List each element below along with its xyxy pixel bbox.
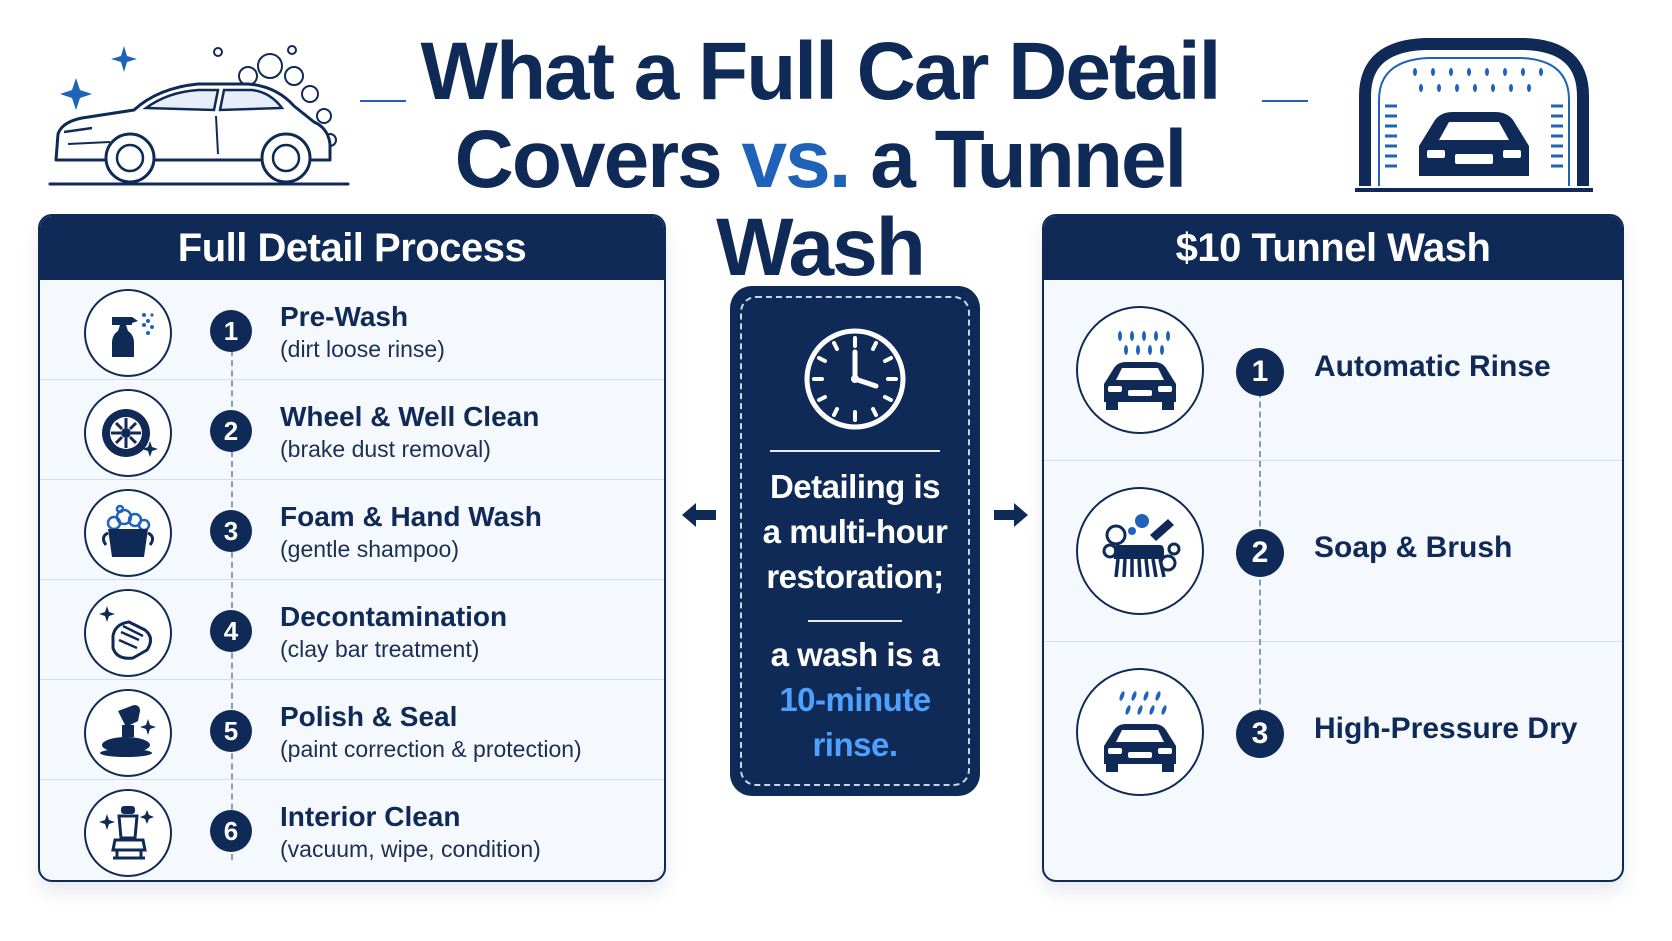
- step-title: Automatic Rinse: [1314, 350, 1551, 383]
- full-detail-panel: Full Detail Process 1 Pre-Wash (dirt loo…: [38, 214, 666, 882]
- detail-step-pre-wash: 1 Pre-Wash (dirt loose rinse): [40, 280, 664, 380]
- step-text: Foam & Hand Wash (gentle shampoo): [280, 500, 542, 564]
- car-dry-icon: [1076, 668, 1204, 796]
- step-title: Pre-Wash: [280, 301, 409, 332]
- title-line-2b: a Tunnel Wash: [716, 114, 1187, 293]
- spray-bottle-icon: [84, 289, 172, 377]
- callout-line-5: 10-minute: [779, 681, 931, 718]
- detail-step-wheel-clean: 2 Wheel & Well Clean (brake dust removal…: [40, 380, 664, 480]
- arrow-left-icon: [682, 503, 716, 527]
- callout-detailing-text: Detailing is a multi-hour restoration;: [730, 464, 980, 599]
- wheel-icon: [84, 389, 172, 477]
- title-line-1: What a Full Car Detail: [420, 26, 1222, 117]
- tunnel-wash-icon: [1355, 38, 1593, 192]
- step-number: 5: [210, 710, 252, 752]
- detail-step-interior-clean: 6 Interior Clean (vacuum, wipe, conditio…: [40, 780, 664, 880]
- clock-icon: [804, 328, 906, 430]
- wash-step-soap-brush: 2 Soap & Brush: [1044, 461, 1622, 642]
- title-vs: vs.: [741, 114, 852, 205]
- step-number: 4: [210, 610, 252, 652]
- sports-car-illustration: [48, 45, 350, 186]
- step-number: 3: [210, 510, 252, 552]
- step-subtitle: (brake dust removal): [280, 436, 491, 462]
- step-number: 2: [1236, 529, 1284, 577]
- car-rinse-icon: [1076, 306, 1204, 434]
- detail-step-decontamination: 4 Decontamination (clay bar treatment): [40, 580, 664, 680]
- step-text: Decontamination (clay bar treatment): [280, 600, 507, 664]
- arrow-right-icon: [994, 503, 1028, 527]
- callout-line-4: a wash is a: [770, 636, 940, 673]
- tunnel-wash-steps: 1 Automatic Rinse: [1044, 280, 1622, 823]
- step-subtitle: (dirt loose rinse): [280, 336, 445, 362]
- step-title: Foam & Hand Wash: [280, 501, 542, 532]
- step-title: Interior Clean: [280, 801, 461, 832]
- title-rule-left: [360, 100, 406, 102]
- callout-wash-text: a wash is a 10-minute rinse.: [730, 632, 980, 767]
- step-text: Wheel & Well Clean (brake dust removal): [280, 400, 539, 464]
- step-title: Decontamination: [280, 601, 508, 632]
- step-number: 3: [1236, 710, 1284, 758]
- wash-step-automatic-rinse: 1 Automatic Rinse: [1044, 280, 1622, 461]
- polisher-icon: [84, 689, 172, 777]
- comparison-callout: Detailing is a multi-hour restoration; a…: [730, 286, 980, 796]
- full-detail-steps: 1 Pre-Wash (dirt loose rinse): [40, 280, 664, 880]
- brush-icon: [1076, 487, 1204, 615]
- callout-line-6: rinse.: [812, 726, 898, 763]
- callout-line-1: Detailing is: [769, 468, 941, 505]
- step-title: Wheel & Well Clean: [280, 401, 540, 432]
- step-number: 1: [1236, 348, 1284, 396]
- step-title: Soap & Brush: [1314, 531, 1513, 564]
- callout-dashed-border: [740, 296, 970, 786]
- step-text: Interior Clean (vacuum, wipe, condition): [280, 800, 541, 864]
- step-subtitle: (vacuum, wipe, condition): [280, 836, 541, 862]
- wash-step-high-pressure-dry: 3 High-Pressure Dry: [1044, 642, 1622, 823]
- step-subtitle: (paint correction & protection): [280, 736, 582, 762]
- step-title: High-Pressure Dry: [1314, 712, 1578, 745]
- step-connector-line: [231, 320, 233, 860]
- foam-bucket-icon: [84, 489, 172, 577]
- step-number: 1: [210, 310, 252, 352]
- callout-line-3: restoration;: [766, 558, 944, 595]
- callout-divider-middle: [808, 620, 902, 622]
- step-text: Polish & Seal (paint correction & protec…: [280, 700, 582, 764]
- step-text: Pre-Wash (dirt loose rinse): [280, 300, 445, 364]
- step-subtitle: (gentle shampoo): [280, 536, 459, 562]
- detail-step-foam-wash: 3 Foam & Hand Wash (gentle shampoo): [40, 480, 664, 580]
- clay-bar-icon: [84, 589, 172, 677]
- full-detail-panel-title: Full Detail Process: [40, 216, 664, 280]
- tunnel-wash-panel-title: $10 Tunnel Wash: [1044, 216, 1622, 280]
- tunnel-wash-panel: $10 Tunnel Wash 1 Autom: [1042, 214, 1624, 882]
- step-subtitle: (clay bar treatment): [280, 636, 480, 662]
- callout-divider-top: [770, 450, 940, 452]
- title-line-2a: Covers: [454, 114, 742, 205]
- car-seat-icon: [84, 789, 172, 877]
- callout-line-2: a multi-hour: [762, 513, 948, 550]
- step-title: Polish & Seal: [280, 701, 458, 732]
- title-rule-right: [1262, 100, 1308, 102]
- page-title: What a Full Car Detail Covers vs. a Tunn…: [380, 28, 1260, 292]
- step-number: 2: [210, 410, 252, 452]
- detail-step-polish-seal: 5 Polish & Seal (paint correction & prot…: [40, 680, 664, 780]
- step-number: 6: [210, 810, 252, 852]
